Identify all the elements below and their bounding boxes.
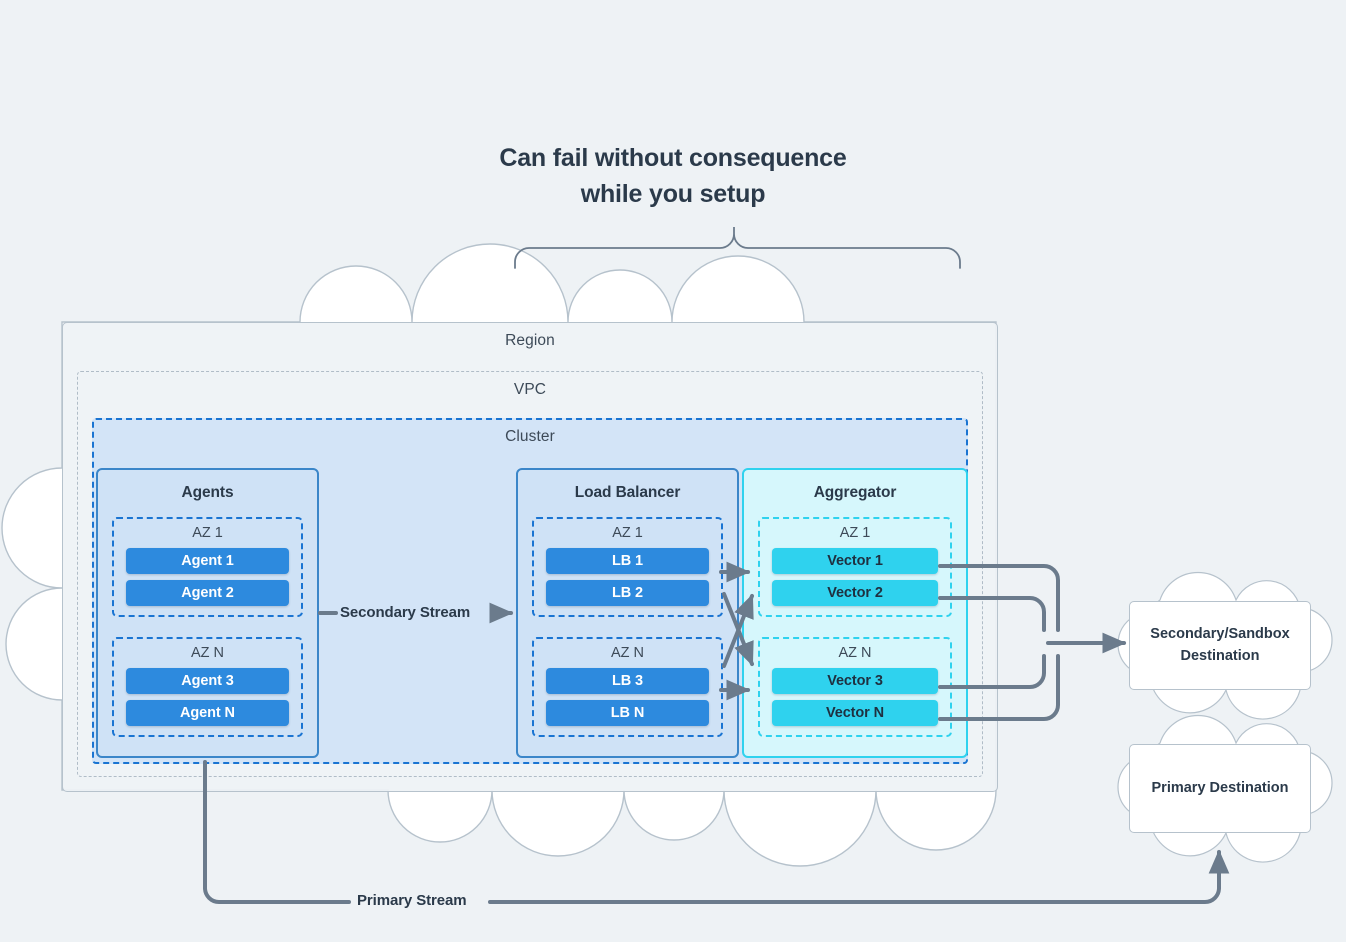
arrow-vector-n-to-bus (938, 654, 1060, 721)
panel-load-balancer: Load Balancer AZ 1 LB 1 LB 2 AZ N LB 3 L… (516, 468, 739, 758)
node-vector-1[interactable]: Vector 1 (772, 548, 938, 574)
agents-az-n: AZ N Agent 3 Agent N (112, 637, 303, 737)
panel-aggregator: Aggregator AZ 1 Vector 1 Vector 2 AZ N V… (742, 468, 968, 758)
node-lb-3[interactable]: LB 3 (546, 668, 709, 694)
node-lb-n[interactable]: LB N (546, 700, 709, 726)
lb-az-n-label: AZ N (610, 645, 645, 661)
cluster-label: Cluster (505, 428, 555, 445)
node-agent-3[interactable]: Agent 3 (126, 668, 289, 694)
headline-brace (514, 227, 961, 269)
lb-az-1: AZ 1 LB 1 LB 2 (532, 517, 723, 617)
node-agent-n[interactable]: Agent N (126, 700, 289, 726)
aggregator-az-1-label: AZ 1 (839, 525, 871, 541)
panel-load-balancer-title: Load Balancer (574, 484, 681, 501)
agents-az-1-label: AZ 1 (192, 525, 223, 541)
node-agent-1[interactable]: Agent 1 (126, 548, 289, 574)
destination-secondary-line-1: Secondary/Sandbox (1150, 626, 1290, 643)
arrow-vector-2-to-bus (938, 596, 1046, 632)
arrow-primary-stream-right (488, 849, 1230, 904)
node-agent-2[interactable]: Agent 2 (126, 580, 289, 606)
arrow-vector-3-to-bus (938, 654, 1046, 689)
destination-primary-label: Primary Destination (1151, 779, 1289, 796)
region-label: Region (505, 332, 555, 349)
destination-secondary[interactable]: Secondary/Sandbox Destination (1129, 601, 1311, 690)
agents-az-1: AZ 1 Agent 1 Agent 2 (112, 517, 303, 617)
node-lb-1[interactable]: LB 1 (546, 548, 709, 574)
destination-secondary-line-2: Destination (1180, 647, 1260, 664)
panel-agents: Agents AZ 1 Agent 1 Agent 2 AZ N Agent 3… (96, 468, 319, 758)
page-title: Can fail without consequence while you s… (0, 140, 1346, 213)
node-vector-3[interactable]: Vector 3 (772, 668, 938, 694)
destination-primary[interactable]: Primary Destination (1129, 744, 1311, 833)
lb-az-n: AZ N LB 3 LB N (532, 637, 723, 737)
primary-stream-label: Primary Stream (357, 892, 467, 909)
arrow-lb-azn-to-aggregator-az1-cross (722, 593, 754, 668)
arrow-vector-1-to-bus (938, 564, 1060, 632)
aggregator-az-n: AZ N Vector 3 Vector N (758, 637, 952, 737)
panel-aggregator-title: Aggregator (813, 484, 897, 501)
agents-az-n-label: AZ N (190, 645, 225, 661)
secondary-stream-label: Secondary Stream (340, 604, 471, 621)
aggregator-az-1: AZ 1 Vector 1 Vector 2 (758, 517, 952, 617)
node-lb-2[interactable]: LB 2 (546, 580, 709, 606)
page-title-line-1: Can fail without consequence (499, 144, 847, 172)
vpc-label: VPC (513, 381, 547, 398)
aggregator-az-n-label: AZ N (838, 645, 872, 661)
page-title-line-2: while you setup (580, 180, 766, 209)
node-vector-n[interactable]: Vector N (772, 700, 938, 726)
node-vector-2[interactable]: Vector 2 (772, 580, 938, 606)
destination-secondary-label: Secondary/Sandbox Destination (1150, 624, 1289, 666)
panel-agents-title: Agents (181, 484, 234, 501)
lb-az-1-label: AZ 1 (612, 525, 643, 541)
arrow-primary-stream-left (203, 760, 351, 904)
